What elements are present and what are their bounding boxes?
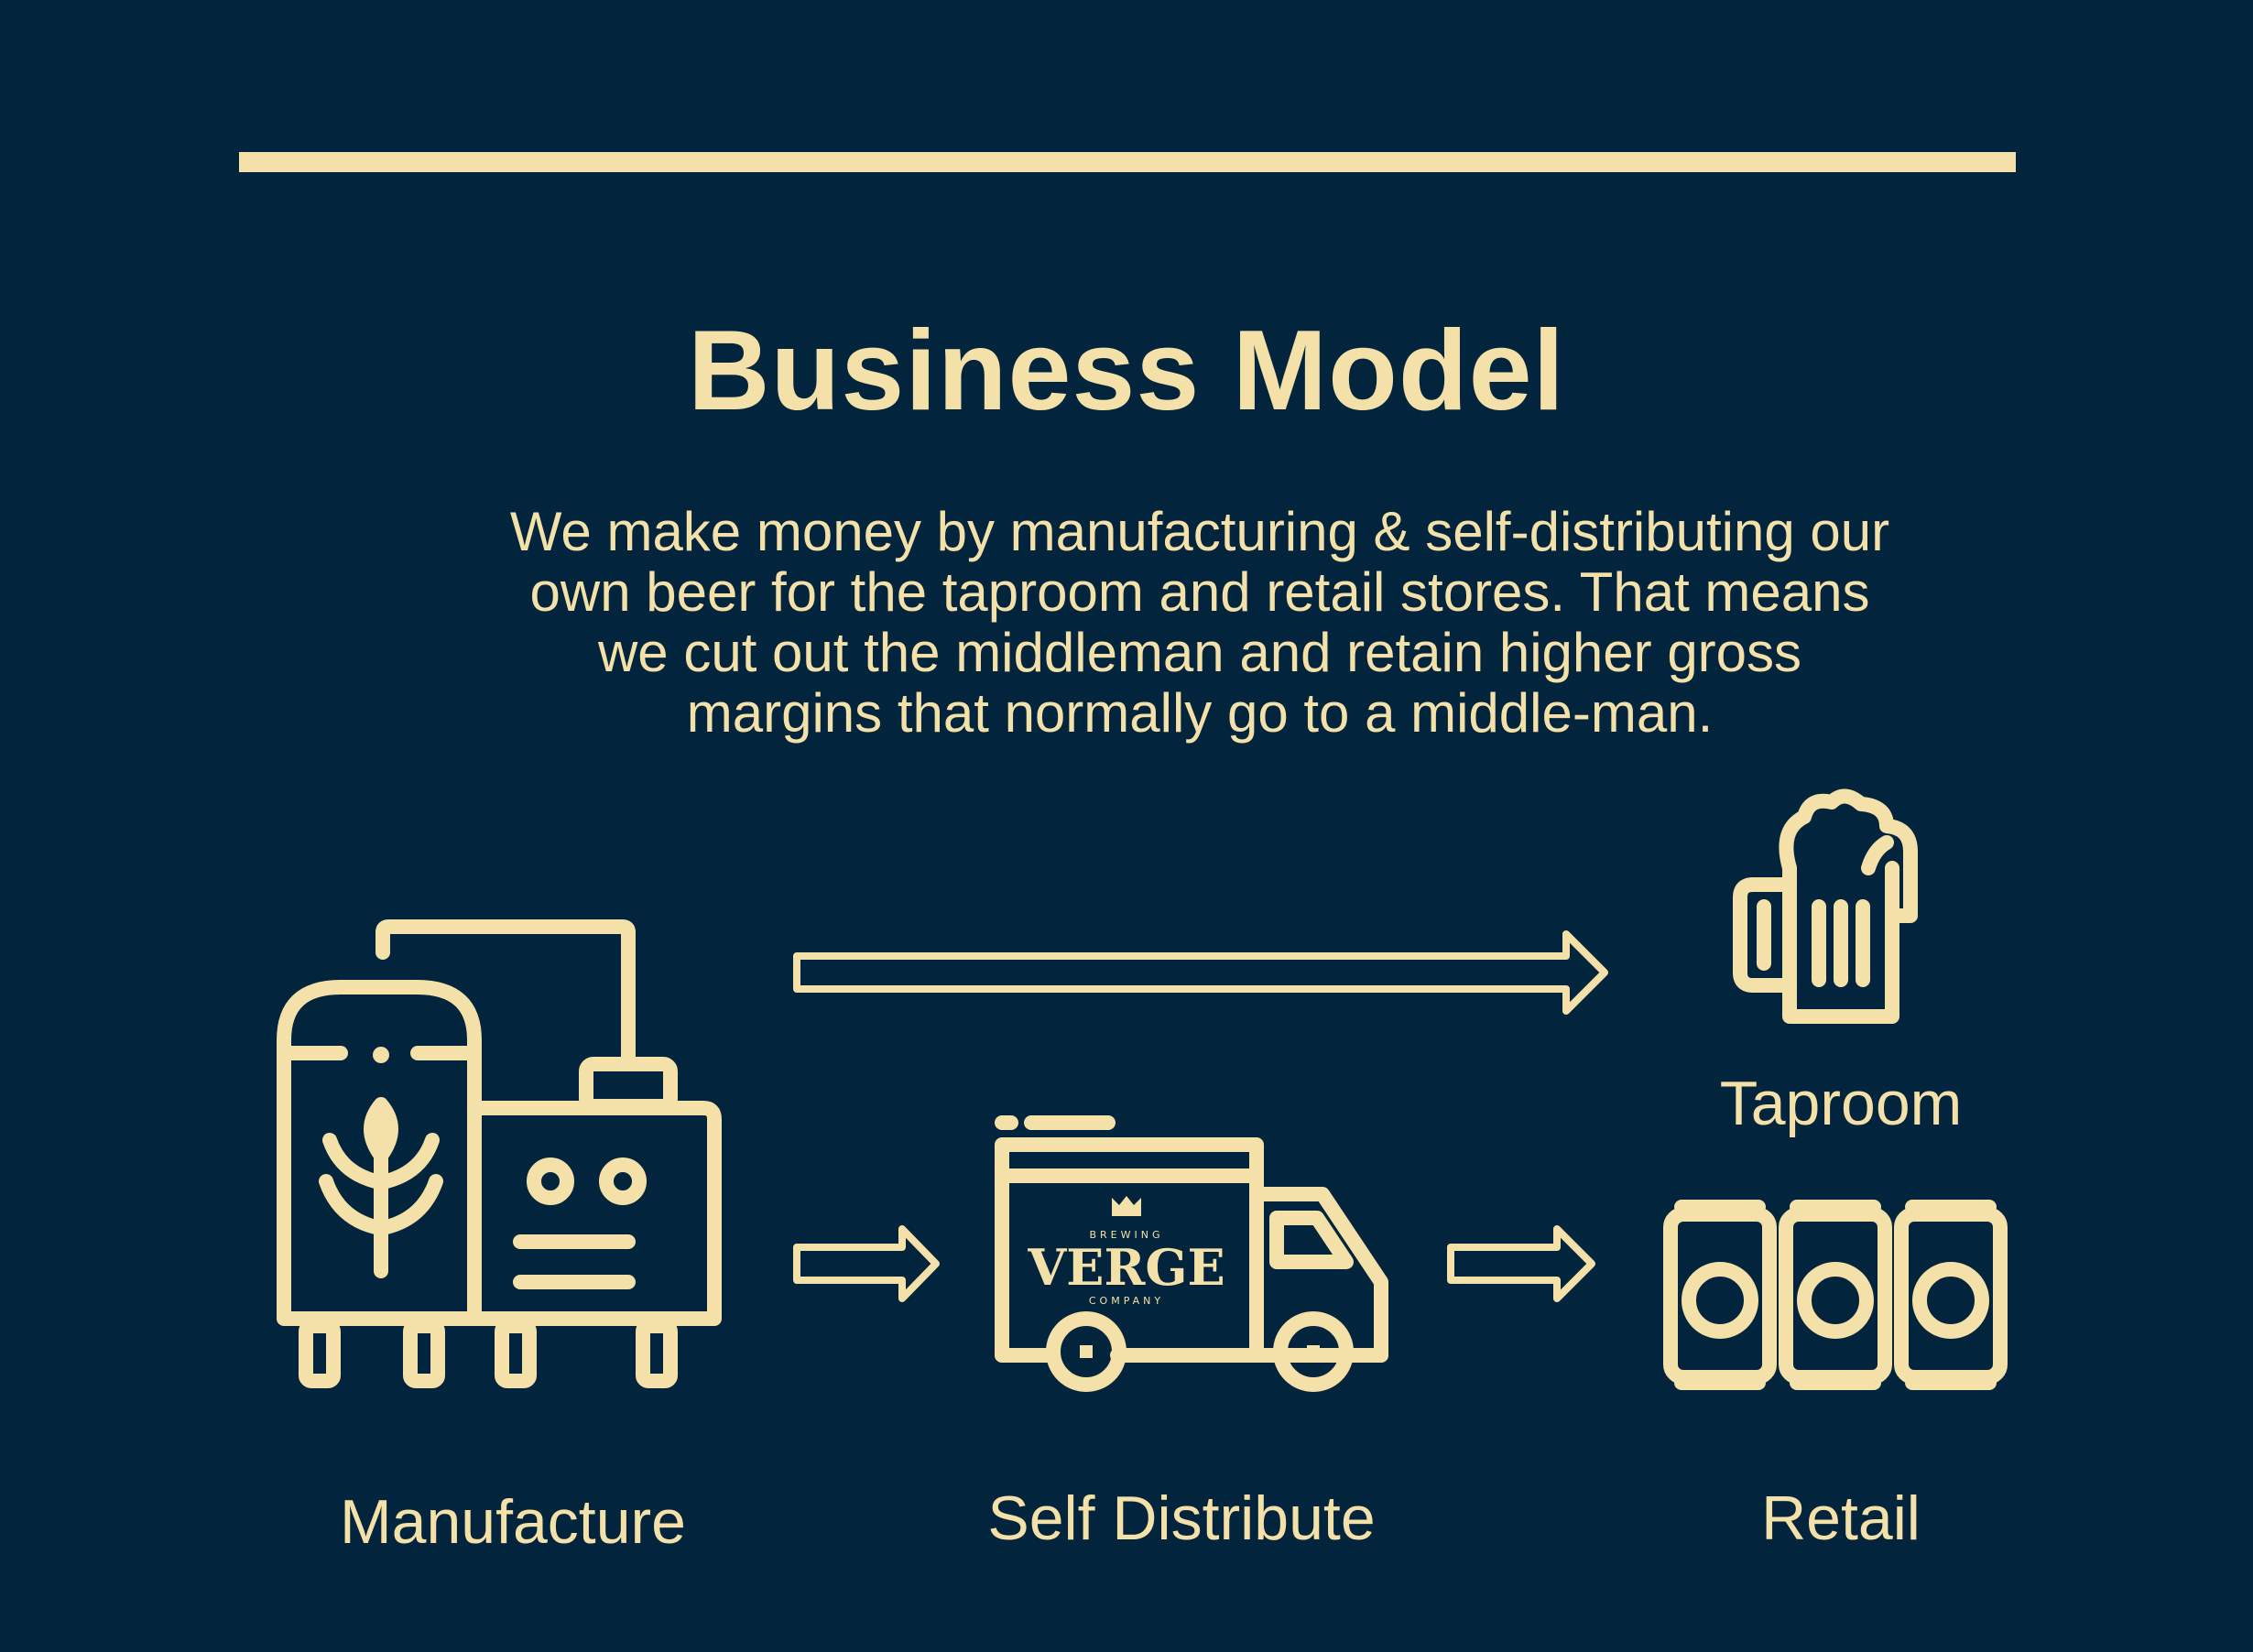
can-icon — [1663, 1200, 1777, 1390]
beer-cans-icon — [1663, 1200, 2008, 1390]
description-line: own beer for the taproom and retail stor… — [529, 561, 1870, 623]
can-icon — [1779, 1200, 1892, 1390]
arrow-to-taproom — [793, 930, 1608, 1015]
brewery-tanks-icon — [277, 919, 722, 1388]
delivery-truck-icon: BREWING VERGE COMPANY — [995, 1115, 1388, 1392]
logo-top-text: BREWING — [1089, 1229, 1163, 1241]
description-line: We make money by manufacturing & self-di… — [509, 501, 1890, 562]
arrow-to-distribute — [793, 1225, 940, 1302]
description-line: we cut out the middleman and retain high… — [597, 622, 1802, 683]
slide-description: We make money by manufacturing & self-di… — [403, 502, 1997, 744]
self-distribute-label: Self Distribute — [987, 1484, 1376, 1553]
can-icon — [1894, 1200, 2008, 1390]
beer-mug-icon — [1733, 788, 1918, 1024]
logo-bottom-text: COMPANY — [1089, 1295, 1164, 1307]
slide-title: Business Model — [688, 308, 1565, 434]
retail-label: Retail — [1761, 1484, 1921, 1553]
description-line: margins that normally go to a middle-man… — [686, 682, 1714, 744]
taproom-label: Taproom — [1719, 1069, 1963, 1138]
logo-name-text: VERGE — [1027, 1238, 1224, 1297]
arrow-to-retail — [1447, 1225, 1595, 1302]
top-divider — [239, 152, 2016, 172]
manufacture-label: Manufacture — [340, 1487, 686, 1557]
